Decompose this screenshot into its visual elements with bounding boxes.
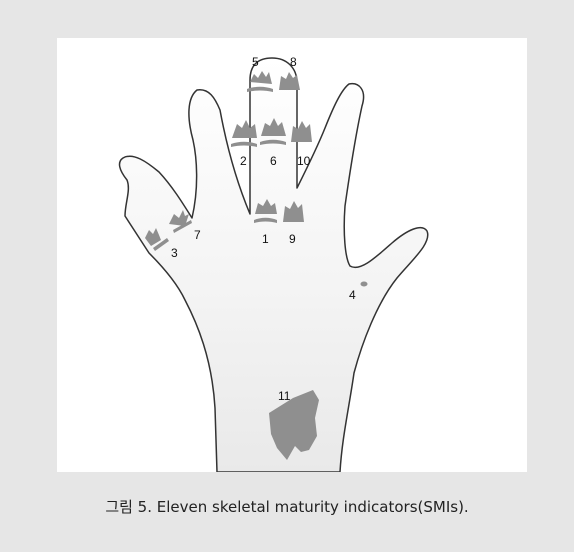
- smi-marker-4: [361, 282, 368, 287]
- smi-label-1: 1: [262, 232, 269, 246]
- smi-label-7: 7: [194, 228, 201, 242]
- smi-label-8: 8: [290, 55, 297, 69]
- smi-label-5: 5: [252, 55, 259, 69]
- figure-panel: 5 8 2 6 10 1 9 7 3 4 11: [57, 38, 527, 472]
- smi-label-10: 10: [297, 154, 311, 168]
- smi-label-9: 9: [289, 232, 296, 246]
- hand-diagram: 5 8 2 6 10 1 9 7 3 4 11: [57, 38, 527, 472]
- smi-label-3: 3: [171, 246, 178, 260]
- smi-label-11: 11: [278, 389, 291, 403]
- smi-label-6: 6: [270, 154, 277, 168]
- figure-caption: 그림 5. Eleven skeletal maturity indicator…: [0, 496, 574, 517]
- smi-label-4: 4: [349, 288, 356, 302]
- smi-label-2: 2: [240, 154, 247, 168]
